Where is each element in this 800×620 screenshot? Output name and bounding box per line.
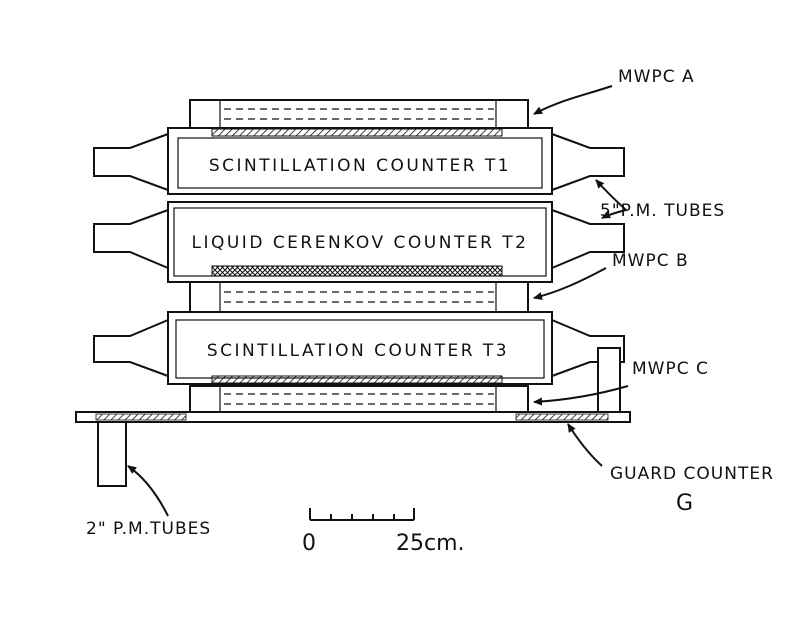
- counter-t3-label: SCINTILLATION COUNTER T3: [207, 341, 509, 361]
- pm-tube-t1-right: [551, 133, 625, 191]
- counter-t1: [93, 127, 625, 195]
- label-guard-counter-letter: G: [676, 491, 693, 516]
- pm-tube-guard-right: [597, 347, 621, 413]
- pm-tube-t2-left: [93, 209, 169, 269]
- pm-tube-t3-left: [93, 319, 169, 377]
- pm-tube-t3-right: [551, 319, 625, 377]
- counter-t1-label: SCINTILLATION COUNTER T1: [209, 156, 511, 176]
- scale-zero: 0: [302, 531, 316, 556]
- guard-counter-plate: [75, 411, 631, 487]
- pm-tube-t1-left: [93, 133, 169, 191]
- mwpc-b-chamber: [189, 281, 529, 313]
- callout-arrows: [127, 85, 629, 517]
- counter-t2-label: LIQUID CERENKOV COUNTER T2: [192, 233, 529, 253]
- mwpc-a-chamber: [189, 99, 529, 129]
- counter-t2: [93, 201, 625, 283]
- label-5in-pm-tubes: 5"P.M. TUBES: [600, 201, 725, 221]
- label-2in-pm-tubes: 2" P.M.TUBES: [86, 519, 211, 539]
- mwpc-c-chamber: [189, 385, 529, 413]
- counter-t3: [93, 311, 625, 413]
- scale-end: 25cm.: [396, 531, 465, 556]
- pm-tube-t2-right: [551, 209, 625, 269]
- scale-bar: [309, 508, 415, 521]
- label-guard-counter: GUARD COUNTER: [610, 464, 774, 484]
- label-mwpc-c: MWPC C: [632, 359, 709, 379]
- label-mwpc-a: MWPC A: [618, 67, 695, 87]
- pm-tube-2in: [97, 421, 127, 487]
- label-mwpc-b: MWPC B: [612, 251, 689, 271]
